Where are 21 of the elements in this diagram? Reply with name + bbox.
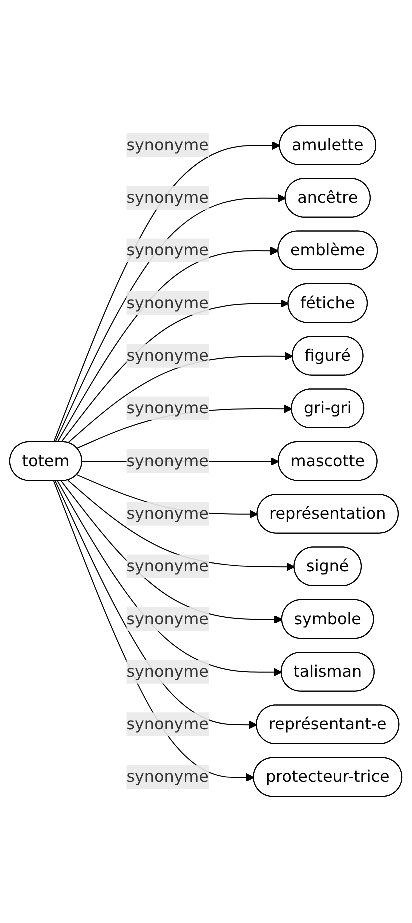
edge-label: synonyme [126,136,209,154]
arrow [60,300,290,444]
arrow [68,480,296,572]
arrow [57,480,282,677]
edge-label: synonyme [126,294,209,312]
edge-label: synonyme [126,240,209,260]
arrow [68,352,294,444]
edge-label: synonyme [126,714,209,734]
arrow [54,480,258,730]
edge-label: synonyme [126,398,209,418]
edge-label: synonyme [126,504,209,524]
edge-label: synonyme [126,556,209,576]
arrow [57,246,280,444]
edge-label: synonyme [126,768,209,786]
arrow [60,480,283,624]
edge-label: synonyme [126,452,209,470]
edge-label: synonyme [126,346,209,366]
edge-label: synonyme [126,610,209,628]
arrow [54,194,286,444]
edge-label: synonyme [126,188,209,208]
edge-label: synonyme [126,662,209,682]
